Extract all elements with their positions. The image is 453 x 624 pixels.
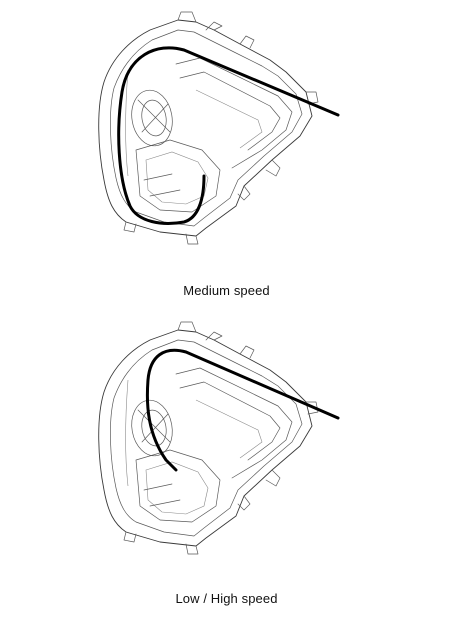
caption-medium-speed: Medium speed [183,283,270,298]
airflow-arrow-low-high [145,348,340,472]
housing-diagram-medium [98,11,340,245]
medium-speed-figure: Medium speed [0,0,453,300]
low-high-speed-figure: Low / High speed [0,310,453,624]
housing-diagram-low-high [98,321,340,555]
blower-housing-medium [98,11,319,245]
caption-low-high-speed: Low / High speed [175,591,278,606]
blower-housing-low-high [98,321,319,555]
airflow-arrow-medium [117,46,340,225]
